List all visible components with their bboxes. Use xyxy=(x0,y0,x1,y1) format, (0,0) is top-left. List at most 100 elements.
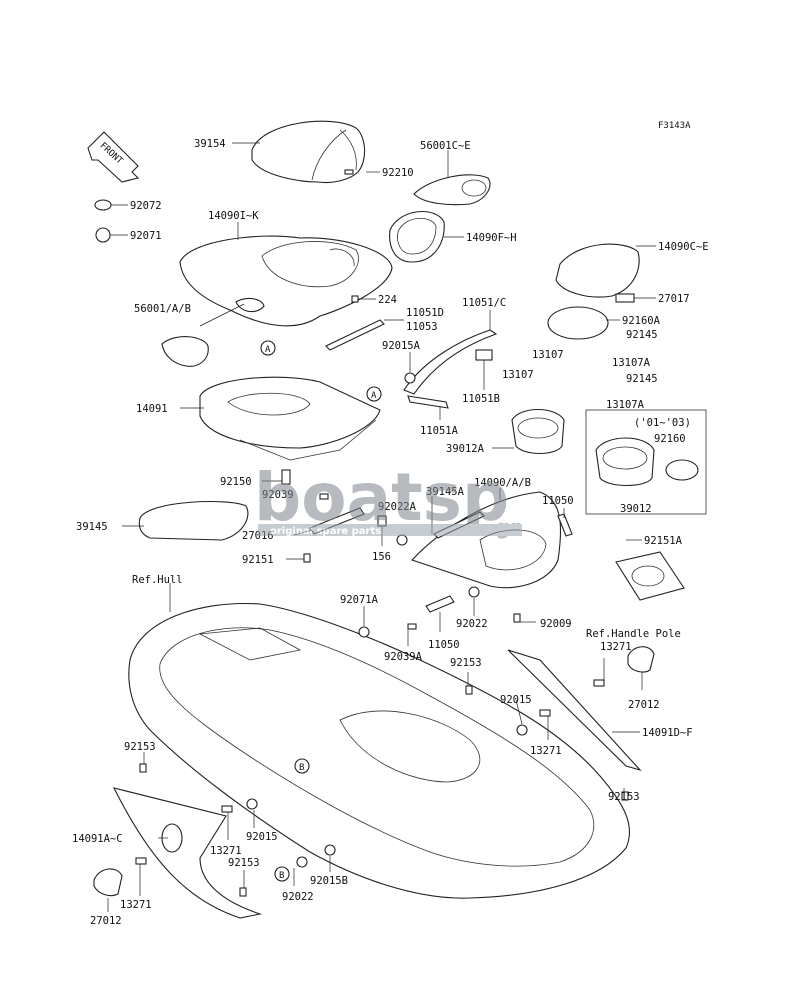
label-224: 224 xyxy=(378,294,397,306)
marker-b-1: B xyxy=(299,763,304,773)
clip-13271b-part xyxy=(539,709,551,717)
tray-14091-part xyxy=(199,376,381,461)
label-92150: 92150 xyxy=(220,476,252,488)
clip-13271a-part xyxy=(593,679,605,687)
clip-13271c-part xyxy=(221,805,233,813)
label-11050b: 11050 xyxy=(428,639,460,651)
label-92015a: 92015A xyxy=(382,340,421,352)
label-14090ce: 14090C~E xyxy=(658,241,709,253)
nut-92015B-part xyxy=(324,844,336,856)
ring-92072-part xyxy=(94,199,112,211)
nut-92015a-part xyxy=(404,372,416,384)
label-92153a: 92153 xyxy=(450,657,482,669)
clip-13271d-part xyxy=(135,857,147,865)
label-92151a: 92151A xyxy=(644,535,683,547)
nut-92015b1-part xyxy=(516,724,528,736)
label-92153b: 92153 xyxy=(608,791,640,803)
label-92039a: 92039A xyxy=(384,651,423,663)
bracket-11051d-part xyxy=(325,319,385,351)
washer-92022a-part xyxy=(396,534,408,546)
label-92009: 92009 xyxy=(540,618,572,630)
screw-92151-part xyxy=(303,553,311,563)
cup-39012a-part xyxy=(511,409,565,455)
watermark-logo: boatsp .gr original spare parts xyxy=(254,459,522,539)
bracket-11051c-part xyxy=(403,329,498,395)
label-56001ab: 56001/A/B xyxy=(134,303,191,315)
frame-14090f-part xyxy=(389,210,445,263)
rail-14091df-part xyxy=(507,649,642,772)
knob-56001-part xyxy=(161,336,209,367)
seat-cover-part xyxy=(251,120,366,184)
leader-lines xyxy=(107,142,656,912)
part-labels: 39154 92210 56001C~E 92072 92071 14090I~… xyxy=(72,138,709,927)
figure-id: F3143A xyxy=(658,121,691,131)
screw-92153c-part xyxy=(139,763,147,773)
label-13107a1: 13107 xyxy=(532,349,564,361)
boot-92151a-part xyxy=(615,551,685,601)
label-ref-handle-pole: Ref.Handle Pole xyxy=(586,628,681,640)
vent-part xyxy=(235,297,265,313)
label-39154: 39154 xyxy=(194,138,226,150)
label-92153d: 92153 xyxy=(228,857,260,869)
lid-14090c-part xyxy=(555,243,640,298)
watermark-tagline: original spare parts xyxy=(270,526,381,537)
label-13271a: 13271 xyxy=(600,641,632,653)
bracket-11051a-part xyxy=(407,395,449,409)
label-13271c: 13271 xyxy=(210,845,242,857)
label-13271b: 13271 xyxy=(530,745,562,757)
bolt-92150-part xyxy=(281,469,291,485)
washer-92022-part xyxy=(468,586,480,598)
label-92072: 92072 xyxy=(130,200,162,212)
plug-27012b-part xyxy=(93,868,123,897)
label-39012a: 39012A xyxy=(446,443,485,455)
washer-92022b-part xyxy=(296,856,308,868)
clip-11051b-part xyxy=(475,349,493,361)
label-13271d: 13271 xyxy=(120,899,152,911)
screw-92153a-part xyxy=(465,685,473,695)
deck-cover-part xyxy=(179,235,393,327)
label-92145b: 92145 xyxy=(626,373,658,385)
side-14091ac-part xyxy=(112,787,263,919)
label-92160a: 92160A xyxy=(622,315,661,327)
label-92160: 92160 xyxy=(654,433,686,445)
label-39145: 39145 xyxy=(76,521,108,533)
plug-27012a-part xyxy=(627,646,655,673)
front-arrow-icon: FRONT xyxy=(87,131,140,183)
label-14090ab: 14090/A/B xyxy=(474,477,531,489)
watermark-brand: boatsp xyxy=(254,459,509,536)
screw-92039-part xyxy=(319,493,329,500)
label-27017: 27017 xyxy=(658,293,690,305)
marker-b-2: B xyxy=(279,871,284,881)
label-0103: ('01~'03) xyxy=(634,417,691,429)
label-13107A1: 13107A xyxy=(612,357,651,369)
label-11051c: 11051/C xyxy=(462,297,506,309)
badge-27017-part xyxy=(615,293,635,303)
screw-92009-part xyxy=(513,613,521,623)
screw-92153b-part xyxy=(621,791,629,801)
reference-markers: A A B B xyxy=(260,340,382,882)
screw-92153d-part xyxy=(239,887,247,897)
label-14090fh: 14090F~H xyxy=(466,232,517,244)
nut-92015b2-part xyxy=(246,798,258,810)
label-56001ce: 56001C~E xyxy=(420,140,471,152)
variant-box xyxy=(585,409,707,515)
cup-39012-part xyxy=(595,437,655,487)
label-14091df: 14091D~F xyxy=(642,727,693,739)
label-92022: 92022 xyxy=(456,618,488,630)
label-92071a: 92071A xyxy=(340,594,379,606)
stay-11050b-part xyxy=(425,595,455,613)
label-11050a: 11050 xyxy=(542,495,574,507)
label-92151: 92151 xyxy=(242,554,274,566)
label-92071: 92071 xyxy=(130,230,162,242)
label-92015B: 92015B xyxy=(310,875,348,887)
label-13107A2: 13107A xyxy=(606,399,645,411)
screw-92039a-part xyxy=(407,623,417,630)
screw-92210-part xyxy=(344,169,354,175)
label-92022a: 92022A xyxy=(378,501,417,513)
label-156: 156 xyxy=(372,551,391,563)
label-14090ik: 14090I~K xyxy=(208,210,259,222)
label-92015b1: 92015 xyxy=(500,694,532,706)
gasket-92160a-part xyxy=(547,306,609,340)
